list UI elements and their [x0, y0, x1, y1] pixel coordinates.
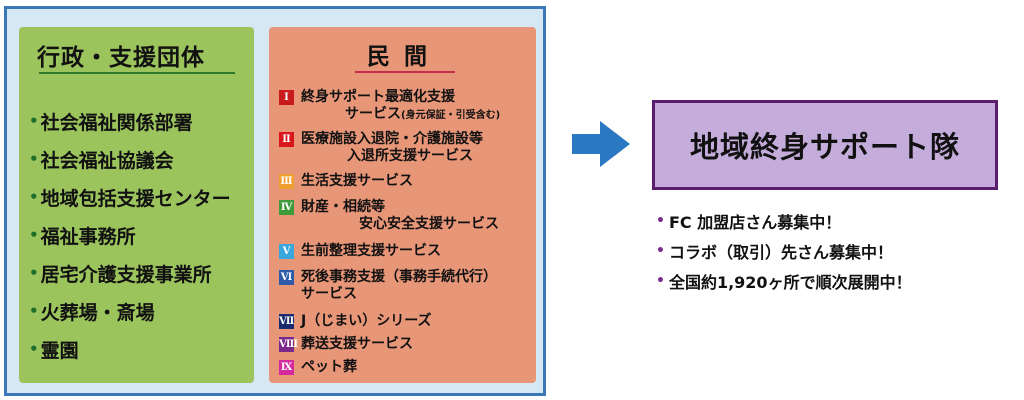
roman-numeral-badge: Ⅰ — [279, 90, 294, 105]
notes-list: •FC 加盟店さん募集中！ •コラボ（取引）先さん募集中！ •全国約1,920ヶ… — [656, 206, 912, 296]
note-item: •コラボ（取引）先さん募集中！ — [656, 243, 893, 262]
bullet-icon: • — [29, 112, 39, 130]
government-item: •霊園 — [29, 339, 79, 362]
private-title: 民間 — [367, 44, 441, 70]
roman-numeral-badge: Ⅲ — [279, 174, 294, 189]
roman-numeral-badge: Ⅶ — [279, 314, 295, 329]
roman-numeral-badge: Ⅳ — [279, 200, 294, 215]
government-item: •社会福祉関係部署 — [29, 111, 193, 134]
roman-numeral-badge: Ⅷ — [279, 337, 298, 352]
bullet-icon: • — [29, 340, 39, 358]
arrow-shape — [572, 121, 630, 167]
target-title: 地域終身サポート隊 — [689, 130, 960, 164]
bullet-icon: • — [29, 264, 39, 282]
government-panel: 行政・支援団体 •社会福祉関係部署 •社会福祉協議会 •地域包括支援センター •… — [19, 27, 254, 383]
private-panel: 民間 Ⅰ 終身サポート最適化支援 サービス(身元保証・引受含む) Ⅱ 医療施設入… — [269, 27, 536, 383]
government-title: 行政・支援団体 — [37, 45, 205, 71]
bullet-icon: • — [656, 273, 665, 289]
government-title-underline — [39, 72, 235, 74]
government-list: •社会福祉関係部署 •社会福祉協議会 •地域包括支援センター •福祉事務所 •居… — [29, 102, 231, 368]
right-arrow-icon — [572, 121, 630, 167]
bullet-icon: • — [29, 188, 39, 206]
bullet-icon: • — [656, 243, 665, 259]
roman-numeral-badge: Ⅴ — [279, 244, 294, 259]
roman-numeral-badge: Ⅵ — [279, 270, 294, 285]
roman-numeral-badge: Ⅸ — [279, 360, 294, 375]
bullet-icon: • — [29, 150, 39, 168]
government-item: •居宅介護支援事業所 — [29, 263, 212, 286]
government-item: •社会福祉協議会 — [29, 149, 174, 172]
private-title-underline — [355, 71, 455, 73]
note-item: •FC 加盟店さん募集中！ — [656, 213, 842, 232]
bullet-icon: • — [29, 226, 39, 244]
target-box: 地域終身サポート隊 — [652, 100, 998, 190]
government-item: •地域包括支援センター — [29, 187, 231, 210]
government-item: •火葬場・斎場 — [29, 301, 155, 324]
bullet-icon: • — [29, 302, 39, 320]
organizations-frame: 行政・支援団体 •社会福祉関係部署 •社会福祉協議会 •地域包括支援センター •… — [4, 6, 546, 396]
government-item: •福祉事務所 — [29, 225, 136, 248]
note-item: •全国約1,920ヶ所で順次展開中！ — [656, 273, 912, 292]
bullet-icon: • — [656, 213, 665, 229]
roman-numeral-badge: Ⅱ — [279, 132, 294, 147]
